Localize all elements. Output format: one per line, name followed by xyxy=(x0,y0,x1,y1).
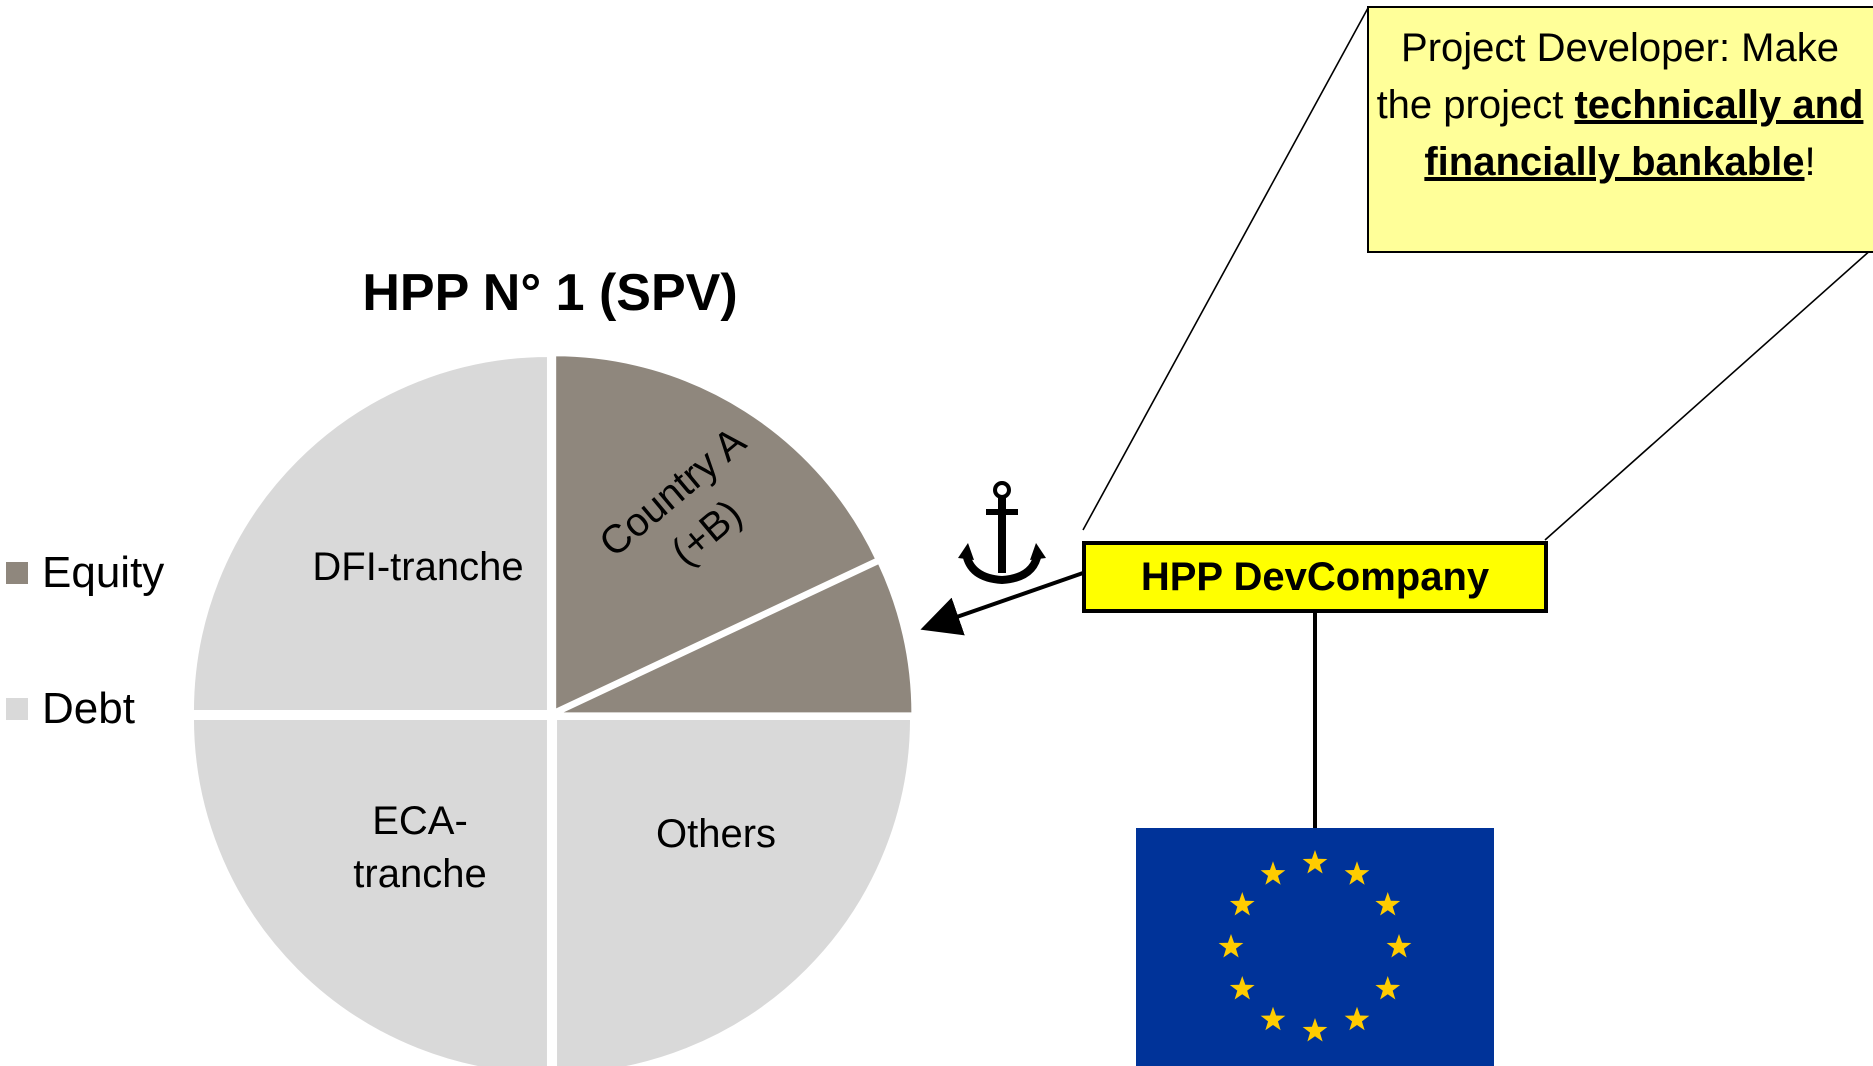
star-icon xyxy=(1229,976,1255,1000)
callout-text: Project Developer: Make the project tech… xyxy=(1368,20,1872,191)
chart-title: HPP N° 1 (SPV) xyxy=(362,264,737,322)
star-icon xyxy=(1218,934,1244,958)
pie-slice-dfi-tranche xyxy=(190,353,550,713)
star-icon xyxy=(1302,850,1328,874)
star-icon xyxy=(1260,861,1286,885)
slice-label-others: Others xyxy=(655,812,777,856)
devcompany-box[interactable] xyxy=(1082,541,1548,613)
slice-label-dfi: DFI-tranche xyxy=(312,545,524,589)
pie-slice-eca-tranche xyxy=(190,717,550,1066)
star-icon xyxy=(1344,861,1370,885)
slice-label-eca-line1: ECA- xyxy=(372,799,468,843)
pie-slice-equity-other xyxy=(556,560,915,716)
star-icon xyxy=(1302,1018,1328,1042)
star-icon xyxy=(1260,1006,1286,1031)
pie-slice-country-a-b xyxy=(553,353,879,714)
legend-swatch-equity xyxy=(6,562,28,584)
legend-item-equity: Equity xyxy=(6,548,164,598)
callout-pointer-right xyxy=(1544,247,1873,541)
legend-swatch-debt xyxy=(6,698,28,720)
callout-text-main: Project Developer: Make the project xyxy=(1376,26,1839,127)
star-icon xyxy=(1344,1006,1370,1031)
pie-chart xyxy=(190,353,915,1066)
pie-slice-others xyxy=(554,717,914,1066)
callout-text-suffix: ! xyxy=(1804,140,1816,184)
star-icon xyxy=(1375,976,1401,1000)
legend-label-debt: Debt xyxy=(42,684,135,733)
legend-item-debt: Debt xyxy=(6,684,135,734)
eu-flag-icon xyxy=(1136,828,1494,1066)
star-icon xyxy=(1229,892,1255,916)
slice-label-eca-line2: tranche xyxy=(353,852,487,896)
slice-label-eca: ECA- tranche xyxy=(320,795,520,901)
callout-text-emphasis: technically and financially bankable xyxy=(1424,83,1864,184)
star-icon xyxy=(1386,934,1412,958)
callout-box xyxy=(1367,6,1873,253)
star-icon xyxy=(1375,892,1401,916)
devcompany-label[interactable]: HPP DevCompany xyxy=(1140,554,1490,599)
anchor-icon xyxy=(958,481,1046,585)
legend-label-equity: Equity xyxy=(42,548,165,597)
ownership-arrow xyxy=(920,571,1084,636)
callout-pointer-left xyxy=(1082,7,1369,531)
